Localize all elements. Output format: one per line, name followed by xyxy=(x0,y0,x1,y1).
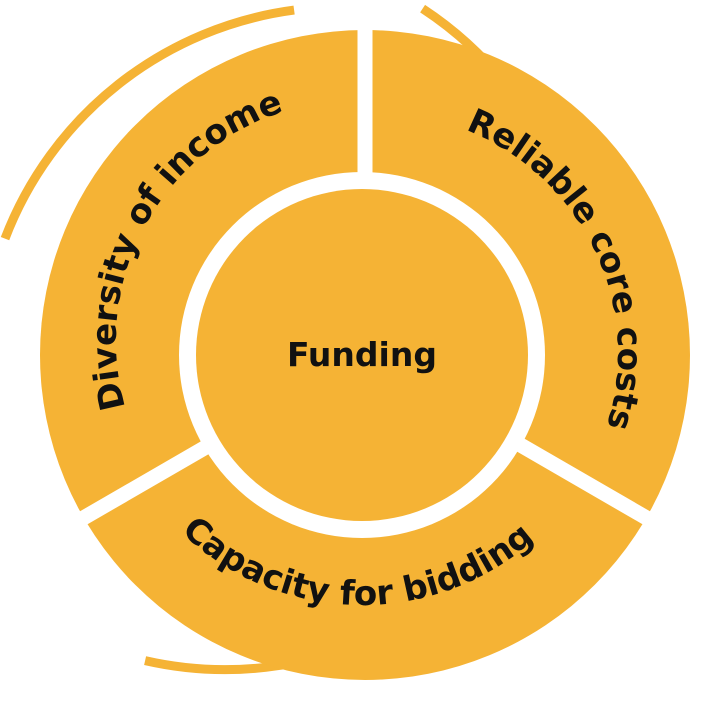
center-label: Funding xyxy=(287,335,437,374)
outer-ring-left xyxy=(0,5,295,241)
center-circle xyxy=(196,189,528,521)
